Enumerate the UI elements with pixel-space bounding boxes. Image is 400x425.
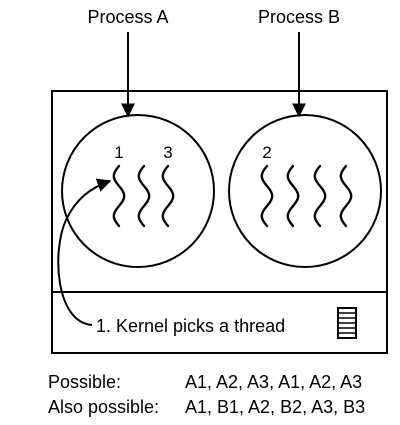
thread-table-icon [337,307,357,339]
thread-icon [260,164,274,228]
thread-icon [161,164,175,228]
also-possible-label: Also possible: [48,397,159,417]
possible-label: Possible: [48,372,121,392]
kernel-caption: 1. Kernel picks a thread [96,316,285,336]
thread-icon [313,164,327,228]
process-b-circle [228,114,382,268]
process-b-label: Process B [258,7,340,27]
process-a-circle [61,114,215,268]
thread-icon [286,164,300,228]
possible-sequence: A1, A2, A3, A1, A2, A3 [185,372,362,392]
thread-number-1: 1 [114,143,123,162]
process-a-label: Process A [87,7,168,27]
system-box [51,90,388,354]
thread-icon [137,164,151,228]
thread-icon [112,164,126,228]
kernel-pick-arrow [57,178,112,326]
thread-icon [339,164,353,228]
thread-number-2: 2 [262,143,271,162]
thread-number-3: 3 [163,143,172,162]
also-possible-sequence: A1, B1, A2, B2, A3, B3 [185,397,365,417]
